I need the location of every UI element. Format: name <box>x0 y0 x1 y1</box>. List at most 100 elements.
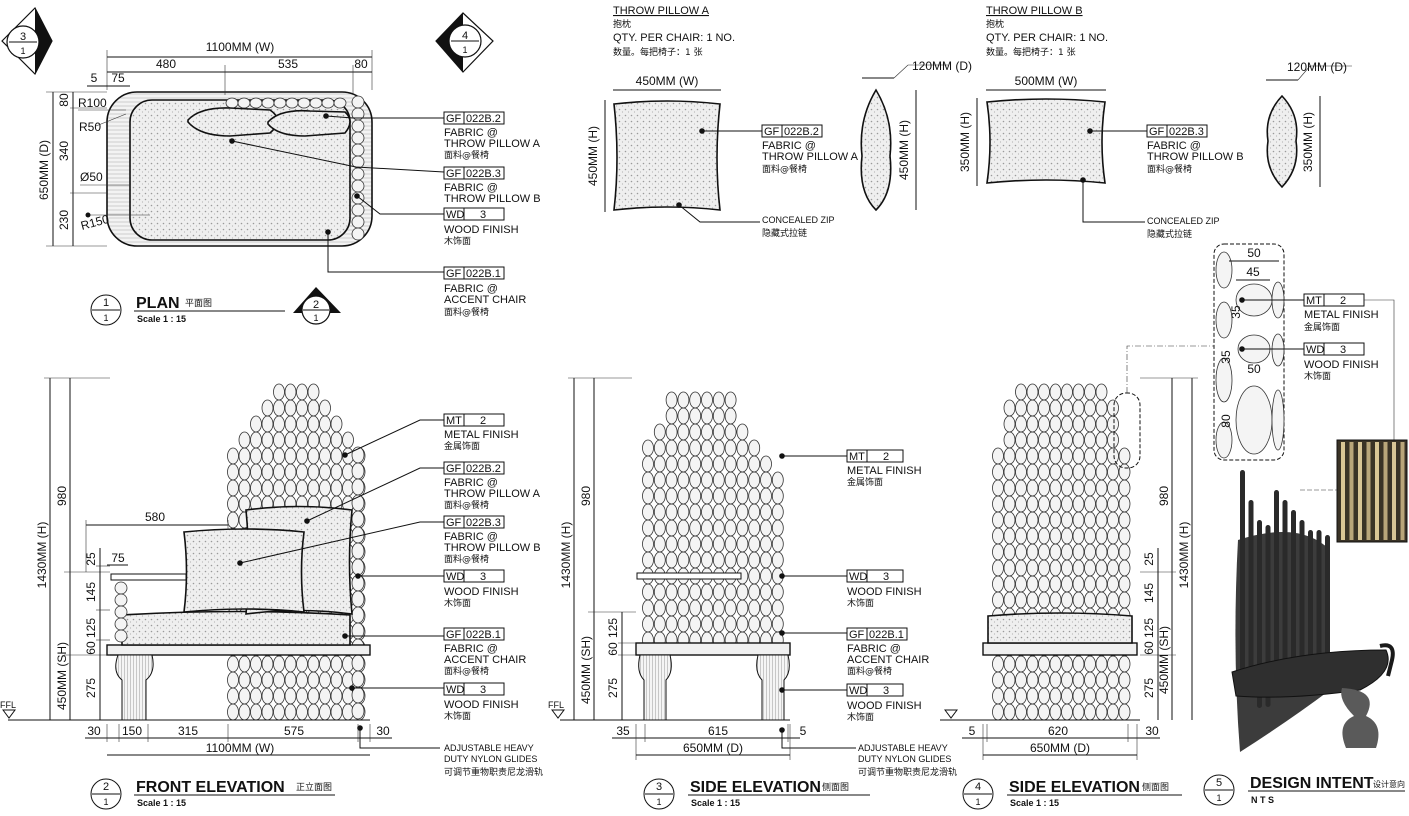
bead <box>284 383 297 401</box>
bead <box>319 447 331 465</box>
bead <box>760 487 772 505</box>
swatch-rod <box>1349 442 1354 540</box>
bead <box>250 415 262 433</box>
bead <box>1107 447 1119 465</box>
bead <box>689 519 702 537</box>
bead <box>1072 511 1085 529</box>
bead <box>748 599 761 617</box>
svg-text:980: 980 <box>579 486 593 506</box>
design-intent: 5 1 DESIGN INTENT 设计意向 N T S <box>1203 439 1408 806</box>
bead <box>771 599 784 617</box>
svg-text:1100MM (W): 1100MM (W) <box>206 741 274 755</box>
bead <box>1072 399 1085 417</box>
bead <box>677 391 690 409</box>
plan-overall-depth: 650MM (D) <box>37 140 51 200</box>
bead <box>712 599 725 617</box>
svg-text:450MM (SH): 450MM (SH) <box>55 642 69 710</box>
bead <box>748 615 761 633</box>
svg-text:3: 3 <box>883 571 889 583</box>
bead <box>330 687 343 705</box>
bead <box>1015 703 1027 721</box>
bead <box>642 487 654 505</box>
bead <box>273 655 285 673</box>
bead <box>760 551 772 569</box>
svg-text:GF: GF <box>446 629 462 641</box>
bead <box>1038 703 1050 721</box>
bead <box>261 431 274 449</box>
chair-rod <box>1308 530 1313 682</box>
bead <box>227 495 239 513</box>
pillow-b-detail: THROW PILLOW B 抱枕 QTY. PER CHAIR: 1 NO. … <box>958 5 1352 240</box>
svg-text:620: 620 <box>1048 724 1068 738</box>
bead <box>296 655 308 673</box>
svg-text:金属饰面: 金属饰面 <box>444 440 480 452</box>
svg-text:可调节重物职责尼龙滑轨: 可调节重物职责尼龙滑轨 <box>858 766 957 778</box>
side3-seat-frame <box>635 642 791 656</box>
chair-rod <box>1325 535 1330 675</box>
front-dimensions: 1430MM (H) 980 450MM (SH) 25 145 125 60 … <box>35 377 392 756</box>
material-swatch <box>1336 439 1408 543</box>
svg-text:木饰面: 木饰面 <box>847 711 874 723</box>
bead <box>1107 575 1119 593</box>
side4-ffl-marker <box>944 709 958 719</box>
bead <box>1084 655 1096 673</box>
pillow-b-tag: GF 022B.3 FABRIC @ THROW PILLOW B 面料@餐椅 <box>1146 124 1244 175</box>
bead <box>724 535 737 553</box>
svg-text:GF: GF <box>446 268 462 280</box>
svg-text:2: 2 <box>883 451 889 463</box>
bead <box>653 439 666 457</box>
bead <box>296 479 308 497</box>
svg-text:1: 1 <box>103 797 108 807</box>
bead <box>1095 703 1108 721</box>
chair-rod <box>1299 520 1305 678</box>
plan-width-80: 80 <box>354 57 368 71</box>
bead <box>351 590 365 608</box>
svg-text:WOOD FINISH: WOOD FINISH <box>847 700 922 712</box>
bead <box>284 671 297 689</box>
bead <box>1003 591 1016 609</box>
marker-3-sheet: 1 <box>20 46 25 56</box>
chair-rod <box>1274 490 1279 666</box>
bead <box>724 423 737 441</box>
bead <box>330 415 343 433</box>
svg-text:GF: GF <box>446 517 462 529</box>
svg-text:面料@餐椅: 面料@餐椅 <box>762 163 807 175</box>
bead <box>1107 655 1119 673</box>
bead <box>1049 495 1062 513</box>
pillow-b-zip: CONCEALED ZIP <box>1147 216 1220 226</box>
bead <box>284 703 297 721</box>
bead <box>1061 447 1073 465</box>
svg-text:1: 1 <box>1216 793 1221 803</box>
bead <box>284 687 297 705</box>
svg-text:METAL FINISH: METAL FINISH <box>847 465 922 477</box>
bead <box>1084 415 1096 433</box>
bead <box>307 703 320 721</box>
bead <box>748 455 761 473</box>
bead <box>284 479 297 497</box>
bead <box>1095 543 1108 561</box>
bead <box>1072 495 1085 513</box>
front-view-title: FRONT ELEVATION <box>136 779 285 796</box>
bead <box>296 671 308 689</box>
svg-text:ADJUSTABLE HEAVY: ADJUSTABLE HEAVY <box>858 743 948 753</box>
bead <box>748 551 761 569</box>
plan-view-number: 1 <box>103 297 109 309</box>
svg-text:GF: GF <box>446 168 462 180</box>
svg-text:022B.1: 022B.1 <box>466 629 501 641</box>
svg-text:DUTY NYLON GLIDES: DUTY NYLON GLIDES <box>444 754 537 764</box>
bead <box>321 97 335 109</box>
bead <box>724 519 737 537</box>
svg-text:315: 315 <box>178 724 198 738</box>
bead <box>1107 671 1119 689</box>
bead <box>736 615 749 633</box>
marker-4-sheet: 1 <box>462 45 467 55</box>
bead <box>307 655 320 673</box>
bead <box>1003 415 1016 433</box>
bead <box>1107 463 1119 481</box>
bead <box>114 581 128 595</box>
bead <box>1072 543 1085 561</box>
side3-tag-gf-c: GF 022B.1 FABRIC @ ACCENT CHAIR 面料@餐椅 <box>846 627 929 677</box>
bead <box>1118 687 1131 705</box>
bead <box>1095 655 1108 673</box>
bead <box>689 407 702 425</box>
